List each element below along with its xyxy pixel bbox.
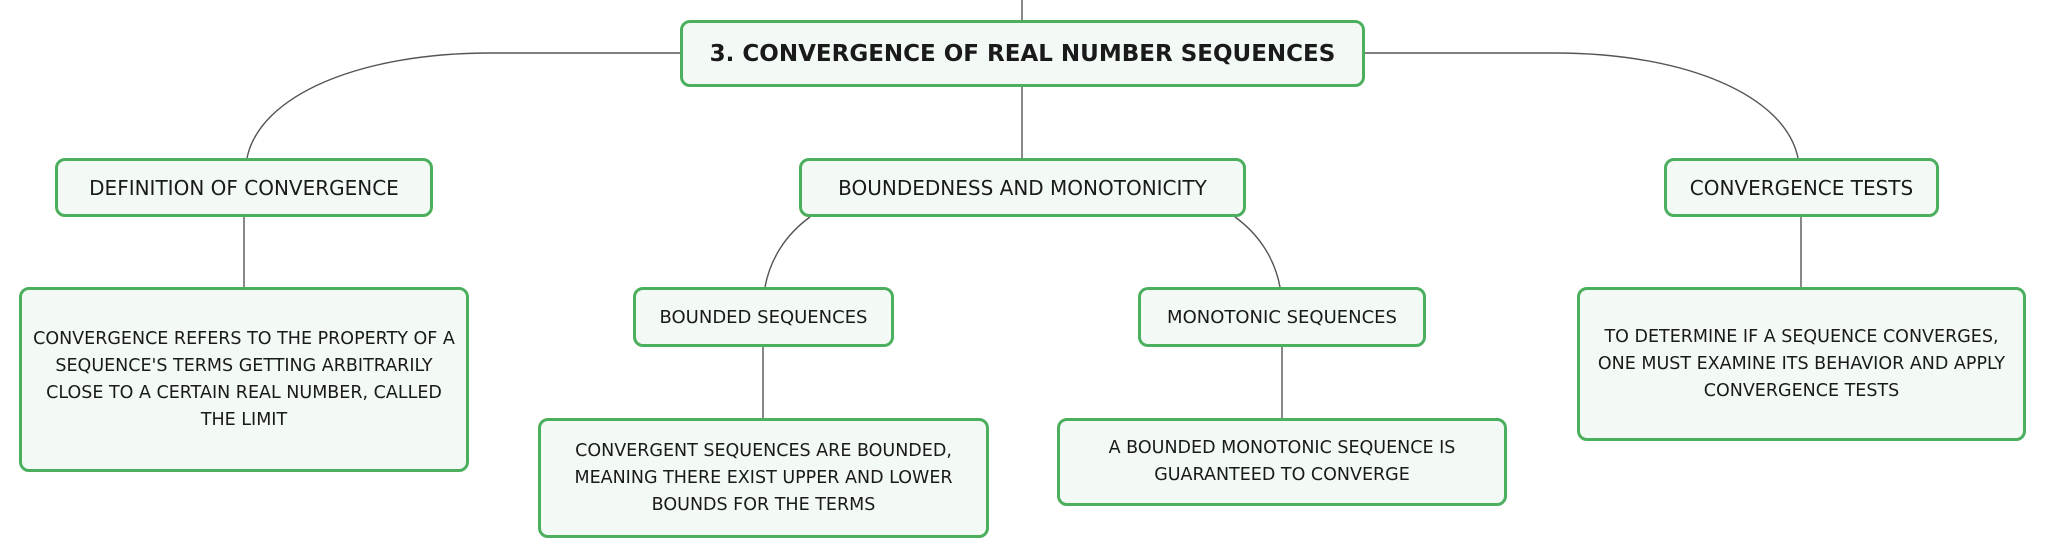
definition-of-convergence-label: DEFINITION OF CONVERGENCE bbox=[89, 175, 399, 200]
root-node[interactable]: 3. CONVERGENCE OF REAL NUMBER SEQUENCES bbox=[680, 20, 1365, 87]
boundedness-and-monotonicity-node[interactable]: BOUNDEDNESS AND MONOTONICITY bbox=[799, 158, 1246, 217]
convergence-tests-detail-node[interactable]: TO DETERMINE IF A SEQUENCE CONVERGES, ON… bbox=[1577, 287, 2026, 441]
bounded-sequences-detail-text: CONVERGENT SEQUENCES ARE BOUNDED, MEANIN… bbox=[574, 440, 953, 515]
monotonic-sequences-detail-text: A BOUNDED MONOTONIC SEQUENCE IS GUARANTE… bbox=[1108, 438, 1456, 485]
connector-boundedness-to-monotonic bbox=[1234, 216, 1281, 288]
convergence-tests-detail-text: TO DETERMINE IF A SEQUENCE CONVERGES, ON… bbox=[1597, 326, 2006, 401]
bounded-sequences-label: BOUNDED SEQUENCES bbox=[659, 306, 868, 328]
bounded-sequences-detail-node[interactable]: CONVERGENT SEQUENCES ARE BOUNDED, MEANIN… bbox=[538, 418, 989, 538]
monotonic-sequences-label: MONOTONIC SEQUENCES bbox=[1167, 306, 1397, 328]
definition-detail-node[interactable]: CONVERGENCE REFERS TO THE PROPERTY OF A … bbox=[19, 287, 469, 472]
connector-root-to-definition bbox=[246, 52, 680, 159]
convergence-tests-label: CONVERGENCE TESTS bbox=[1689, 175, 1914, 200]
definition-detail-text: CONVERGENCE REFERS TO THE PROPERTY OF A … bbox=[33, 328, 455, 430]
definition-of-convergence-node[interactable]: DEFINITION OF CONVERGENCE bbox=[55, 158, 433, 217]
connector-boundedness-to-bounded bbox=[764, 216, 811, 288]
monotonic-sequences-detail-node[interactable]: A BOUNDED MONOTONIC SEQUENCE IS GUARANTE… bbox=[1057, 418, 1507, 506]
monotonic-sequences-node[interactable]: MONOTONIC SEQUENCES bbox=[1138, 287, 1426, 347]
connector-root-to-tests bbox=[1365, 52, 1799, 159]
boundedness-and-monotonicity-label: BOUNDEDNESS AND MONOTONICITY bbox=[838, 175, 1207, 200]
root-node-label: 3. CONVERGENCE OF REAL NUMBER SEQUENCES bbox=[709, 40, 1336, 67]
bounded-sequences-node[interactable]: BOUNDED SEQUENCES bbox=[633, 287, 894, 347]
convergence-tests-node[interactable]: CONVERGENCE TESTS bbox=[1664, 158, 1939, 217]
